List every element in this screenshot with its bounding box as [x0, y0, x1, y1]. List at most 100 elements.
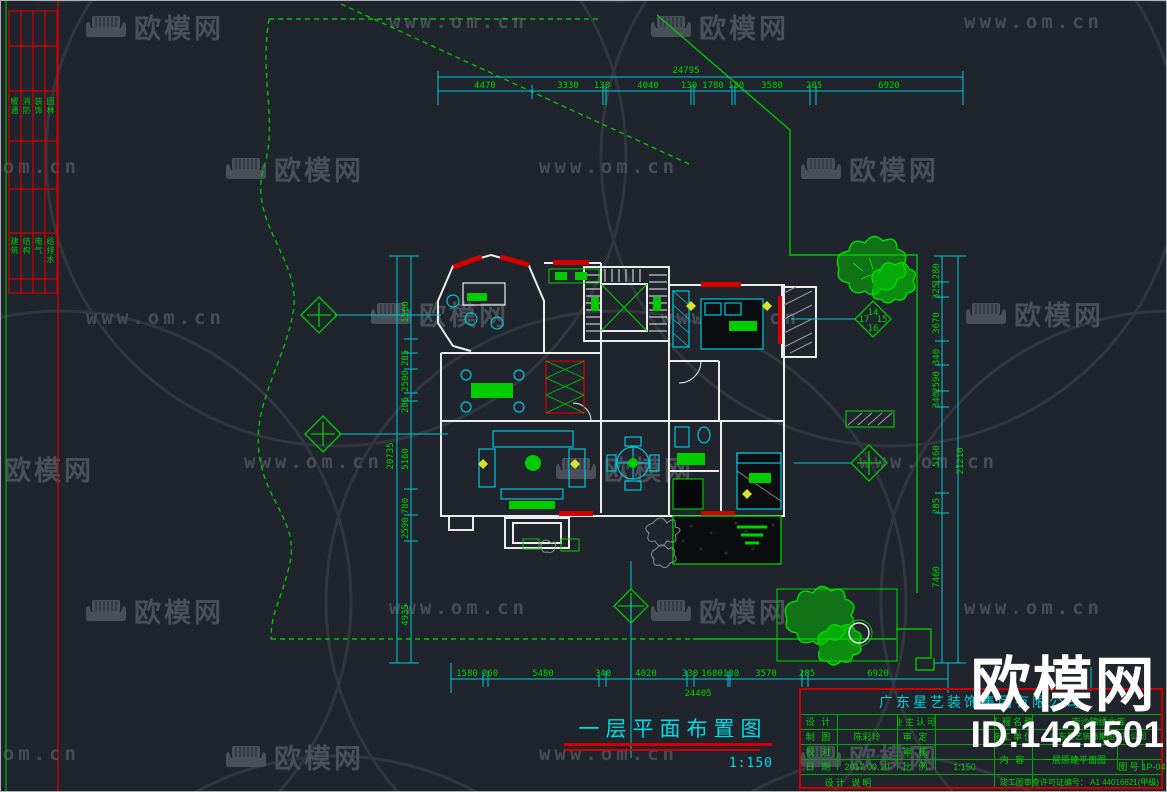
url-watermark: www.om.cn: [389, 597, 528, 619]
url-watermark: www.om.cn: [964, 11, 1103, 33]
site-watermark-id: ID:1421501: [970, 714, 1164, 755]
scale-value: 1:150: [953, 761, 976, 772]
brand-watermark: 欧模网: [86, 7, 224, 46]
red-wall-marks: [452, 254, 782, 516]
svg-text:21210: 21210: [956, 447, 966, 474]
svg-text:130: 130: [723, 669, 739, 679]
dimension-chain-right: [934, 255, 966, 664]
svg-text:2590: 2590: [401, 517, 411, 539]
sofa-icon: [226, 157, 266, 179]
url-watermark: www.om.cn: [964, 597, 1103, 619]
sofa-icon: [801, 157, 841, 179]
brand-watermark: 欧模网: [966, 294, 1104, 333]
sofa-icon: [371, 302, 411, 324]
unit-label: 施工单位: [994, 732, 1032, 742]
svg-text:5160: 5160: [932, 445, 942, 467]
discipline-label: 给排水: [46, 237, 55, 264]
title-block: 广东星艺装饰集团有限公司 设 计 业主认可 制 图 陈彩玲 审 定 校 对 审 …: [799, 688, 1165, 789]
svg-text:7460: 7460: [932, 566, 942, 588]
project-value: 南沙锦绣水库: [1071, 717, 1126, 727]
svg-text:24795: 24795: [672, 66, 699, 76]
design-label: 设 计: [805, 717, 833, 727]
svg-text:6920: 6920: [878, 81, 900, 91]
draft-label: 制 图: [805, 732, 833, 742]
svg-text:3570: 3570: [755, 669, 777, 679]
svg-text:6920: 6920: [867, 669, 889, 679]
design-value: [837, 714, 897, 729]
sofa-icon: [226, 745, 266, 767]
svg-text:130: 130: [681, 81, 697, 91]
brand-watermark: 欧模网: [371, 294, 509, 333]
proof-label: 校 对: [805, 747, 833, 757]
discipline-label: 消防: [22, 97, 31, 115]
sofa-icon: [651, 599, 691, 621]
svg-text:3580: 3580: [761, 81, 783, 91]
owner-approve-label: 业主认可: [897, 717, 935, 727]
svg-text:1680: 1680: [701, 669, 723, 679]
svg-text:325: 325: [932, 283, 942, 299]
svg-text:285: 285: [932, 498, 942, 514]
svg-text:16: 16: [868, 324, 879, 334]
svg-text:4040: 4040: [637, 81, 659, 91]
svg-text:3670: 3670: [932, 312, 942, 334]
sheet-number-label: 图号: [1118, 762, 1141, 772]
svg-text:1280: 1280: [932, 263, 942, 285]
dimension-labels-right: 21210 1280 325 3670 340 2590 340 5160 28…: [932, 263, 966, 588]
svg-text:285: 285: [401, 350, 411, 366]
url-watermark: www.om.cn: [389, 11, 528, 33]
discipline-label: 园林: [46, 97, 55, 115]
svg-text:3330: 3330: [557, 81, 579, 91]
title-block-company: 广东星艺装饰集团有限公司: [879, 694, 1083, 710]
svg-text:1580: 1580: [456, 669, 478, 679]
url-watermark: www.om.cn: [244, 451, 383, 473]
date-value: 2017.09.10: [844, 761, 890, 772]
furniture-green: [467, 268, 771, 552]
approve-label: 审 定: [902, 732, 930, 742]
svg-text:285: 285: [806, 81, 822, 91]
permit-number: 竣工图审查许可证编号： A1 44016621(甲级): [999, 778, 1160, 787]
sofa-icon: [86, 15, 126, 37]
svg-text:5480: 5480: [532, 669, 554, 679]
brand-watermark: 欧模网: [801, 149, 939, 188]
svg-text:285: 285: [799, 669, 815, 679]
sofa-icon: [966, 302, 1006, 324]
svg-text:14: 14: [868, 308, 879, 318]
dimension-labels-bottom: 1580 260 5480 340 4020 330 1680 130 3570…: [456, 669, 889, 699]
discipline-label: 暖通: [10, 97, 19, 115]
brand-watermark: 欧模网: [4, 456, 94, 486]
svg-text:2500: 2500: [401, 370, 411, 392]
svg-text:1560: 1560: [401, 301, 411, 323]
svg-text:285: 285: [401, 397, 411, 413]
title-underline: [564, 743, 772, 746]
project-label: 工程名称: [994, 717, 1032, 727]
svg-text:15: 15: [877, 315, 888, 325]
svg-text:1780: 1780: [702, 81, 724, 91]
discipline-label: 结构: [22, 237, 31, 255]
lamp-symbols: [478, 301, 772, 499]
discipline-label: 建筑: [10, 237, 19, 255]
sheet-number-value: 1P-04: [1142, 761, 1165, 772]
plan-title: 一层平面布置图: [579, 718, 768, 741]
content-value: 一层原建平面图: [1042, 754, 1106, 765]
svg-text:17: 17: [859, 315, 870, 325]
svg-text:24405: 24405: [684, 689, 711, 699]
svg-text:330: 330: [682, 669, 698, 679]
svg-text:130: 130: [594, 81, 610, 91]
svg-text:780: 780: [401, 498, 411, 514]
discipline-label: 装饰: [34, 97, 43, 115]
tree-bottom-right: [776, 585, 898, 666]
svg-text:20735: 20735: [386, 442, 396, 469]
discipline-strip: [5, 1, 59, 791]
brand-watermark: 欧模网: [86, 591, 224, 630]
url-watermark: www.om.cn: [1, 743, 80, 765]
svg-text:130: 130: [728, 81, 744, 91]
svg-text:340: 340: [932, 349, 942, 365]
svg-text:340: 340: [595, 669, 611, 679]
svg-text:4020: 4020: [635, 669, 657, 679]
scale-label: 比 例: [902, 762, 930, 772]
svg-text:2590: 2590: [932, 371, 942, 393]
unit-value: 广东星艺装饰集团有限公司: [1050, 732, 1147, 741]
